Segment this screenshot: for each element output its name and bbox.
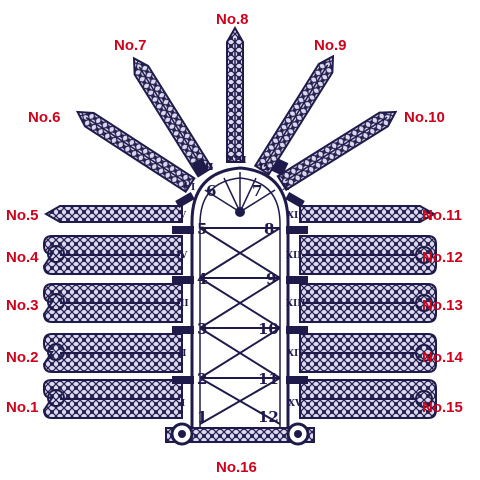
bay-number-5: 5 — [197, 220, 207, 238]
nave — [190, 166, 290, 432]
label-no1: No.1 — [6, 399, 39, 416]
bay-number-3: 3 — [197, 320, 207, 338]
window-no7 — [132, 56, 214, 178]
window-no16 — [165, 422, 315, 446]
roman-right-3: XI — [287, 211, 298, 221]
roman-left-2: II — [178, 349, 186, 359]
bay-number-11: 11 — [258, 370, 279, 388]
label-no12: No.12 — [422, 249, 463, 266]
roman-left-3: III — [176, 299, 189, 309]
roman-right-7: XV — [288, 399, 303, 409]
label-no5: No.5 — [6, 207, 39, 224]
roman-right-5: XIII — [286, 299, 306, 309]
window-no2 — [42, 333, 183, 373]
window-no6 — [75, 110, 196, 194]
bay-number-2: 2 — [197, 370, 207, 388]
bay-number-12: 12 — [258, 408, 279, 426]
label-no7: No.7 — [114, 37, 147, 54]
window-no4 — [42, 235, 183, 275]
roman-left-5: V — [178, 211, 187, 221]
label-no9: No.9 — [314, 37, 347, 54]
window-no14 — [299, 333, 437, 373]
window-no11 — [299, 205, 437, 223]
window-no10 — [276, 110, 398, 192]
label-no10: No.10 — [404, 109, 445, 126]
roman-center: VIII — [226, 156, 247, 166]
bay-number-10: 10 — [258, 320, 279, 338]
label-no13: No.13 — [422, 297, 463, 314]
label-no6: No.6 — [28, 109, 61, 126]
roman-left-4: IV — [176, 251, 188, 261]
label-no14: No.14 — [422, 349, 464, 366]
bay-number-1: 1 — [197, 408, 207, 426]
label-no15: No.15 — [422, 399, 463, 416]
window-no13 — [299, 283, 437, 323]
bay-number-4: 4 — [197, 270, 207, 288]
bay-number-6: 6 — [206, 182, 216, 200]
roman-right-4: XII — [286, 251, 301, 261]
bay-number-9: 9 — [266, 270, 276, 288]
roman-right-1: IX — [259, 163, 270, 173]
buttresses — [172, 158, 308, 384]
window-no1 — [42, 379, 183, 419]
window-no15 — [299, 379, 437, 419]
roman-right-6: XIV — [287, 349, 306, 359]
window-no5 — [43, 205, 183, 223]
window-no8 — [226, 25, 244, 163]
bay-number-8: 8 — [264, 220, 274, 238]
window-no3 — [42, 283, 183, 323]
roman-left-1: I — [181, 399, 185, 409]
label-no2: No.2 — [6, 349, 39, 366]
roman-right-2: X — [282, 183, 289, 193]
label-no3: No.3 — [6, 297, 39, 314]
label-no16: No.16 — [216, 459, 257, 476]
window-no9 — [253, 54, 335, 176]
bay-number-7: 7 — [252, 182, 262, 200]
roman-left-7: VII — [197, 163, 213, 173]
window-no12 — [299, 235, 437, 275]
label-no8: No.8 — [216, 11, 249, 28]
label-no11: No.11 — [422, 207, 462, 224]
label-no4: No.4 — [6, 249, 39, 266]
roman-left-6: VI — [183, 183, 195, 193]
